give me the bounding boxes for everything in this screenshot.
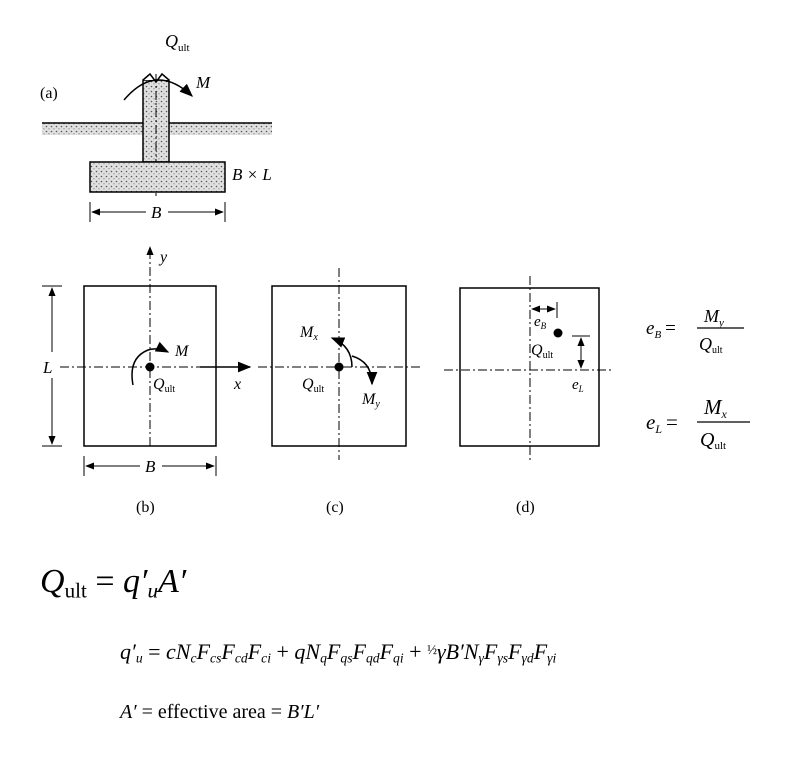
length-label-b: L xyxy=(42,358,52,377)
moment-label-a: M xyxy=(195,73,211,92)
load-point-c xyxy=(334,362,344,372)
footing-size-label: B × L xyxy=(232,165,272,184)
moment-label-b: M xyxy=(174,343,190,360)
moment-arc-my xyxy=(351,355,378,386)
load-point-d xyxy=(553,328,563,338)
qult-label-b: Qult xyxy=(153,376,175,395)
ecc-b-label: eB xyxy=(534,314,547,331)
moment-arc-mx xyxy=(330,337,353,368)
panel-label-c: (c) xyxy=(326,499,344,516)
qult-label-a: Qult xyxy=(165,31,190,54)
moment-arc-a xyxy=(123,79,193,101)
footing-diagram: (a) Qult M B × L B y x M Qult L B (b) Mx… xyxy=(40,31,750,516)
footing xyxy=(89,161,226,193)
moment-y-label: My xyxy=(361,391,380,410)
svg-text:eL=: eL= xyxy=(646,410,678,436)
ecc-l-label: eL xyxy=(572,377,584,394)
el-formula: eL= Mx Qult xyxy=(646,395,750,452)
x-axis-label: x xyxy=(233,376,241,393)
svg-text:eB=: eB= xyxy=(646,318,676,341)
svg-text:My: My xyxy=(703,306,724,329)
svg-text:Qult: Qult xyxy=(699,334,723,356)
qult-equation: Qult = q′uA′ xyxy=(40,563,187,603)
qult-label-c: Qult xyxy=(302,376,324,395)
eb-formula: eB= My Qult xyxy=(646,306,744,356)
qu-equation: q′u = cNcFcsFcdFci + qNqFqsFqdFqi + ½γB′… xyxy=(120,639,557,666)
panel-label-a: (a) xyxy=(40,85,58,102)
qult-label-d: Qult xyxy=(531,342,553,361)
moment-x-label: Mx xyxy=(299,324,318,343)
width-label-b: B xyxy=(145,457,156,476)
panel-label-d: (d) xyxy=(516,499,535,516)
width-label-a: B xyxy=(151,203,162,222)
svg-text:Qult: Qult xyxy=(700,429,726,452)
moment-arc-b xyxy=(131,341,170,386)
panel-label-b: (b) xyxy=(136,499,155,516)
svg-text:Mx: Mx xyxy=(703,395,728,421)
effective-area-equation: A′ = effective area = B′L′ xyxy=(120,701,320,723)
y-axis-label: y xyxy=(158,249,168,266)
load-point-b xyxy=(145,362,155,372)
